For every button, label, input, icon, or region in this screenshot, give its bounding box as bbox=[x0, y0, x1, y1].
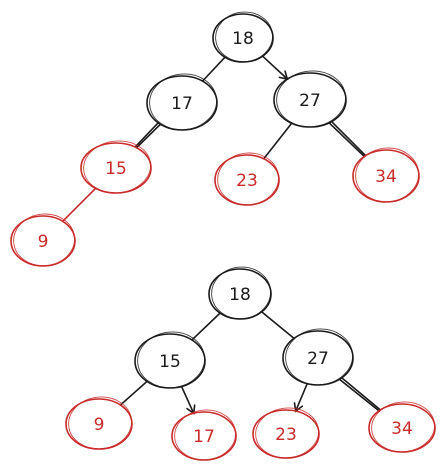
node-circle-sketch bbox=[217, 152, 279, 206]
node-label: 34 bbox=[375, 167, 397, 187]
edge-t1-27-t1-34 bbox=[328, 120, 367, 158]
edge-t2-18-t2-27 bbox=[260, 311, 295, 340]
node-label: 34 bbox=[391, 419, 413, 439]
tree-node-t2-18: 18 bbox=[208, 266, 272, 320]
tree-node-t1-18: 18 bbox=[212, 11, 274, 63]
edge-t1-17-t1-15 bbox=[134, 121, 162, 149]
node-circle-sketch bbox=[137, 331, 205, 389]
node-circle-sketch bbox=[174, 409, 236, 461]
tree-node-t1-34: 34 bbox=[352, 147, 420, 203]
tree-node-t2-17: 17 bbox=[171, 409, 237, 461]
edge-t1-18-t1-27 bbox=[261, 55, 289, 81]
node-circle-sketch bbox=[211, 266, 272, 320]
edge-t2-15-t2-9 bbox=[119, 380, 148, 406]
edge-t1-15-t1-9 bbox=[61, 187, 97, 223]
node-label: 23 bbox=[236, 171, 258, 191]
node-circle-sketch bbox=[149, 73, 217, 131]
node-circle-sketch bbox=[285, 328, 353, 386]
node-circle-sketch bbox=[215, 11, 274, 63]
node-label: 27 bbox=[307, 349, 329, 369]
tree-node-t2-27: 27 bbox=[282, 328, 354, 386]
edge-t2-27-t2-23 bbox=[293, 382, 308, 413]
node-label: 17 bbox=[193, 427, 215, 447]
node-label: 18 bbox=[232, 29, 254, 49]
edge-t2-15-t2-17 bbox=[180, 385, 196, 415]
node-circle-sketch bbox=[255, 407, 319, 459]
tree-node-t1-23: 23 bbox=[214, 152, 280, 206]
node-label: 15 bbox=[159, 352, 181, 372]
node-label: 18 bbox=[229, 285, 251, 305]
tree-node-t2-9: 9 bbox=[65, 396, 133, 450]
tree-node-t1-17: 17 bbox=[146, 73, 218, 131]
node-label: 9 bbox=[94, 415, 105, 435]
node-label: 23 bbox=[275, 425, 297, 445]
node-circle-sketch bbox=[68, 396, 132, 450]
tree-node-t2-23: 23 bbox=[252, 407, 320, 459]
node-label: 17 bbox=[171, 94, 193, 114]
node-circle-sketch bbox=[83, 140, 151, 194]
tree-node-t1-27: 27 bbox=[273, 70, 347, 128]
node-circle-sketch bbox=[371, 401, 435, 453]
tree-node-t2-34: 34 bbox=[368, 401, 436, 453]
edges-layer bbox=[61, 55, 382, 415]
node-circle-sketch bbox=[276, 70, 346, 128]
edge-t2-18-t2-15 bbox=[191, 312, 221, 341]
nodes-layer: 18 17 27 15 23 34 9 18 15 27 9 17 23 34 bbox=[10, 11, 436, 461]
edge-t1-27-t1-23 bbox=[262, 122, 293, 160]
node-label: 27 bbox=[299, 91, 321, 111]
tree-node-t2-15: 15 bbox=[134, 331, 206, 389]
node-circle-sketch bbox=[13, 213, 75, 267]
node-label: 15 bbox=[105, 159, 127, 179]
edge-t1-18-t1-17 bbox=[201, 56, 226, 82]
node-circle-sketch bbox=[355, 147, 419, 203]
node-label: 9 bbox=[38, 232, 49, 252]
tree-node-t1-9: 9 bbox=[10, 213, 76, 267]
edge-t2-27-t2-34 bbox=[339, 377, 382, 412]
tree-node-t1-15: 15 bbox=[80, 140, 152, 194]
